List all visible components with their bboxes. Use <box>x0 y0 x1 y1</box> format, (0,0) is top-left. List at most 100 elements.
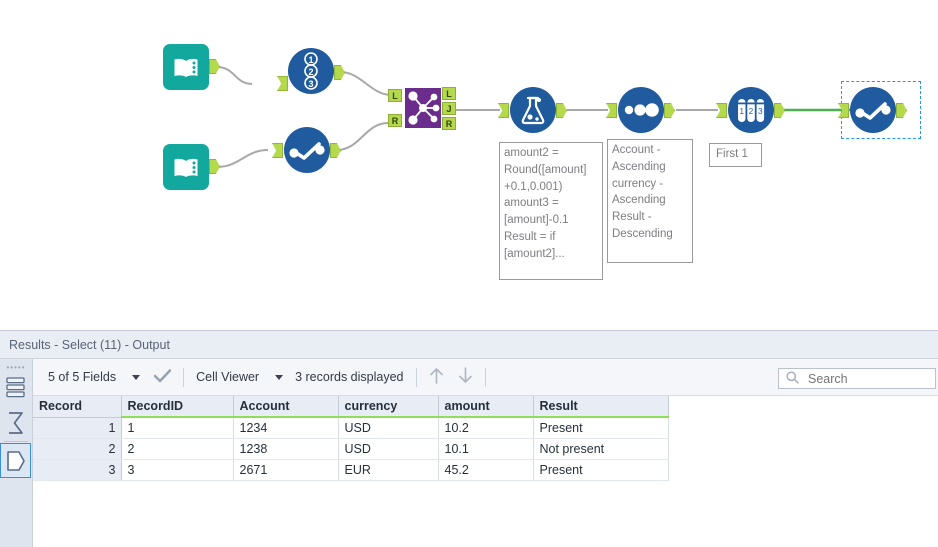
column-header-record[interactable]: Record <box>33 396 122 418</box>
view-mode-label: Cell Viewer <box>196 370 260 384</box>
svg-text:2: 2 <box>749 107 754 116</box>
select-tool-1[interactable] <box>272 127 341 173</box>
cell-recordid[interactable]: 1 <box>121 417 234 439</box>
results-title: Results - Select (11) - Output <box>0 331 938 359</box>
join-input-right-anchor[interactable]: R <box>388 114 402 127</box>
column-header-account[interactable]: Account <box>233 396 339 418</box>
cell-amount[interactable]: 45.2 <box>438 459 534 481</box>
cell-record: 1 <box>33 417 122 439</box>
results-toolbar: 5 of 5 Fields Cell Viewer 3 records disp… <box>33 359 938 396</box>
cell-currency[interactable]: EUR <box>338 459 439 481</box>
join-tool[interactable]: L R L J R <box>388 87 456 130</box>
chevron-down-icon[interactable] <box>275 374 284 380</box>
sample-annotation: First 1 <box>709 143 762 167</box>
arrow-down-icon[interactable] <box>458 367 473 387</box>
select-tool-2-selected[interactable] <box>838 87 907 133</box>
output-anchor[interactable] <box>556 103 567 118</box>
circles-icon <box>618 87 664 133</box>
data-table: Record RecordID Account currency amount … <box>33 396 669 481</box>
table-row[interactable]: 2 2 1238 USD 10.1 Not present <box>33 438 669 460</box>
table-row[interactable]: 1 1 1234 USD 10.2 Present <box>33 417 669 439</box>
sort-tool[interactable] <box>606 87 675 133</box>
cell-account[interactable]: 2671 <box>233 459 339 481</box>
book-icon <box>163 144 209 190</box>
input-anchor[interactable] <box>606 103 617 118</box>
formula-annotation: amount2 = Round([amount] +0.1,0.001) amo… <box>499 142 603 280</box>
input-data-tool-1[interactable] <box>163 44 220 90</box>
cell-recordid[interactable]: 3 <box>121 459 234 481</box>
flask-icon <box>510 87 556 133</box>
cell-account[interactable]: 1234 <box>233 417 339 439</box>
rail-divider <box>4 441 28 442</box>
output-anchor[interactable] <box>896 103 907 118</box>
table-header-row: Record RecordID Account currency amount … <box>33 396 669 418</box>
toolbar-divider <box>415 367 417 387</box>
join-output-right-anchor[interactable]: R <box>442 117 456 130</box>
toolbar-divider <box>183 367 185 387</box>
input-anchor[interactable] <box>272 143 283 158</box>
svg-text:3: 3 <box>758 107 763 116</box>
join-nodes-icon <box>405 88 441 128</box>
cell-record: 2 <box>33 438 122 460</box>
sort-annotation: Account - Ascending currency - Ascending… <box>607 139 693 263</box>
search-icon <box>786 370 799 387</box>
arrow-up-icon[interactable] <box>429 367 444 387</box>
view-mode-selector[interactable]: Cell Viewer <box>196 370 284 384</box>
fields-label: 5 of 5 Fields <box>48 370 117 384</box>
cell-record: 3 <box>33 459 122 481</box>
hexagon-icon[interactable] <box>0 443 31 478</box>
input-anchor[interactable] <box>498 103 509 118</box>
sample-tool[interactable]: 1 2 3 <box>716 87 785 133</box>
svg-text:1: 1 <box>308 55 313 65</box>
output-anchor[interactable] <box>664 103 675 118</box>
column-header-recordid[interactable]: RecordID <box>121 396 234 418</box>
grip-dots-icon[interactable]: ••••• <box>6 363 26 372</box>
output-anchor[interactable] <box>774 103 785 118</box>
checkmark-icon[interactable] <box>153 368 172 386</box>
checkmark-icon <box>284 127 330 173</box>
cell-result[interactable]: Not present <box>533 438 669 460</box>
svg-text:3: 3 <box>308 79 313 89</box>
chevron-down-icon[interactable] <box>132 374 141 380</box>
formula-tool[interactable] <box>498 87 567 133</box>
input-anchor[interactable] <box>277 76 288 91</box>
cell-result[interactable]: Present <box>533 459 669 481</box>
svg-text:1: 1 <box>739 107 744 116</box>
join-input-left-anchor[interactable]: L <box>388 89 402 102</box>
fields-selector[interactable]: 5 of 5 Fields <box>48 370 141 384</box>
column-header-amount[interactable]: amount <box>438 396 534 418</box>
cell-account[interactable]: 1238 <box>233 438 339 460</box>
input-anchor[interactable] <box>838 103 849 118</box>
cell-currency[interactable]: USD <box>338 438 439 460</box>
cell-recordid[interactable]: 2 <box>121 438 234 460</box>
cell-amount[interactable]: 10.1 <box>438 438 534 460</box>
input-data-tool-2[interactable] <box>163 144 220 190</box>
join-output-left-anchor[interactable]: L <box>442 87 456 100</box>
input-anchor[interactable] <box>716 103 727 118</box>
selection-indicator <box>841 81 921 139</box>
cell-result[interactable]: Present <box>533 417 669 439</box>
sigma-icon[interactable] <box>0 405 31 440</box>
results-left-rail: ••••• <box>0 359 33 547</box>
table-row[interactable]: 3 3 2671 EUR 45.2 Present <box>33 459 669 481</box>
record-id-tool[interactable]: 1 2 3 <box>277 48 345 94</box>
output-anchor[interactable] <box>334 65 345 80</box>
results-table[interactable]: Record RecordID Account currency amount … <box>33 396 938 547</box>
output-anchor[interactable] <box>330 143 341 158</box>
results-pane: Results - Select (11) - Output ••••• <box>0 330 938 547</box>
cell-currency[interactable]: USD <box>338 417 439 439</box>
records-displayed-label: 3 records displayed <box>295 370 404 384</box>
column-header-currency[interactable]: currency <box>338 396 439 418</box>
search-input[interactable] <box>806 370 926 387</box>
toolbar-divider <box>484 367 486 387</box>
output-anchor[interactable] <box>209 159 220 174</box>
column-header-result[interactable]: Result <box>533 396 669 418</box>
workflow-canvas[interactable]: 1 2 3 <box>0 0 938 330</box>
cell-amount[interactable]: 10.2 <box>438 417 534 439</box>
layers-icon[interactable] <box>0 370 31 405</box>
search-box[interactable] <box>778 368 936 389</box>
join-output-join-anchor[interactable]: J <box>442 102 456 115</box>
connection-wires <box>216 66 852 168</box>
book-icon <box>163 44 209 90</box>
output-anchor[interactable] <box>209 59 220 74</box>
